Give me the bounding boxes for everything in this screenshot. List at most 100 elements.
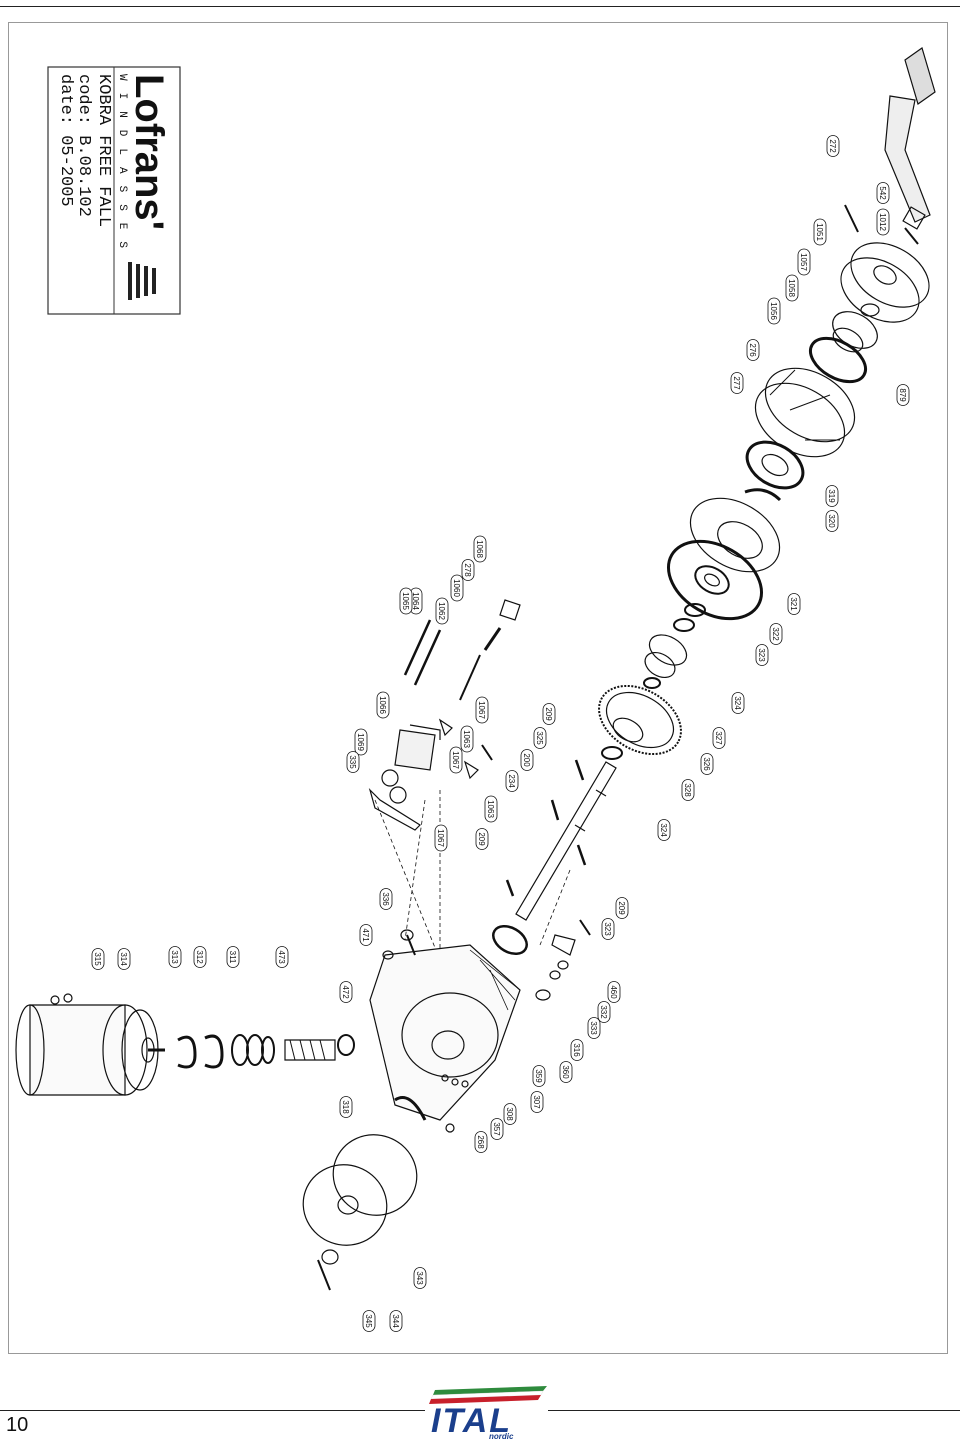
exploded-parts-diagram: Lofrans' WINDLASSES KOBRA FREE FALL code… [15,47,936,1332]
part-callout-1067: 1067 [475,696,489,724]
callout-number: 360 [561,1065,570,1079]
callout-bubble [460,725,474,753]
part-callout-357: 357 [490,1118,504,1140]
part-callout-209: 209 [542,703,556,725]
nut-268 [445,1123,455,1133]
part-callout-336: 336 [379,888,393,910]
callout-number: 325 [535,731,544,745]
callout-number: 209 [544,707,553,721]
callout-number: 333 [589,1021,598,1035]
callout-bubble [505,770,519,792]
part-callout-315: 315 [91,948,105,970]
main-gear [598,684,682,756]
bearing-277 [745,440,805,490]
callout-bubble [193,946,207,968]
drawing-date: date: 05-2005 [56,74,75,207]
part-callout-1012: 1012 [876,208,890,236]
part-callout-327: 327 [712,727,726,749]
callout-number: 471 [361,928,370,942]
callout-bubble [826,135,840,157]
callout-number: 323 [603,922,612,936]
callout-number: 1067 [477,701,486,719]
callout-bubble [339,981,353,1003]
callout-number: 1063 [486,800,495,818]
callout-number: 1051 [815,223,824,241]
part-callouts: 2725421051101210571058105627687927731932… [91,135,910,1332]
logo-stripe-red [429,1395,541,1404]
callout-number: 326 [702,757,711,771]
callout-number: 307 [532,1095,541,1109]
callout-bubble [520,749,534,771]
part-callout-320: 320 [825,510,839,532]
part-callout-1066: 1066 [376,691,390,719]
callout-number: 1056 [769,302,778,320]
callout-number: 1062 [437,602,446,620]
callout-bubble [681,779,695,801]
part-callout-234: 234 [505,770,519,792]
part-callout-322: 322 [769,623,783,645]
part-callout-268: 268 [474,1131,488,1153]
part-callout-319: 319 [825,485,839,507]
callout-bubble [389,1310,403,1332]
callout-number: 1060 [452,579,461,597]
callout-number: 268 [476,1135,485,1149]
part-callout-460: 460 [607,981,621,1003]
part-callout-332: 332 [597,1001,611,1023]
callout-bubble [730,372,744,394]
callout-bubble [533,727,547,749]
callout-bubble [785,274,799,302]
ring-324a [684,603,706,617]
callout-number: 1066 [378,696,387,714]
callout-bubble [825,485,839,507]
part-callout-308: 308 [503,1103,517,1125]
callout-bubble [530,1091,544,1113]
part-callout-1068: 1068 [473,535,487,563]
callout-bubble [746,339,760,361]
part-callout-1067: 1067 [449,746,463,774]
part-callout-209: 209 [615,897,629,919]
bottom-rule-right [548,1410,960,1411]
callout-bubble [615,897,629,919]
part-callout-1063: 1063 [484,795,498,823]
stud-336 [400,929,416,956]
part-callout-324: 324 [731,692,745,714]
callout-number: 343 [415,1271,424,1285]
callout-bubble [117,948,131,970]
callout-number: 209 [617,901,626,915]
callout-number: 200 [522,753,531,767]
callout-bubble [435,597,449,625]
callout-number: 315 [93,952,102,966]
bearing-323 [694,565,730,595]
part-callout-1062: 1062 [435,597,449,625]
callout-number: 328 [683,783,692,797]
part-callout-345: 345 [362,1310,376,1332]
callout-bubble [896,384,910,406]
callout-bubble [767,297,781,325]
part-callout-325: 325 [533,727,547,749]
part-callout-335: 335 [346,751,360,773]
part-callout-321: 321 [787,593,801,615]
part-callout-1057: 1057 [797,248,811,276]
callout-number: 1058 [787,279,796,297]
part-callout-333: 333 [587,1017,601,1039]
callout-bubble [413,1267,427,1289]
callout-number: 335 [348,755,357,769]
callout-number: 1012 [878,213,887,231]
part-callout-360: 360 [559,1061,573,1083]
callout-bubble [876,182,890,204]
callout-number: 318 [341,1100,350,1114]
logo-subtext: nordic [489,1432,514,1440]
main-shaft [515,761,617,921]
callout-bubble [434,824,448,852]
callout-bubble [473,535,487,563]
callout-bubble [597,1001,611,1023]
part-callout-472: 472 [339,981,353,1003]
callout-bubble [474,1131,488,1153]
nut-471 [382,950,394,960]
top-rule [0,6,960,7]
callout-number: 320 [827,514,836,528]
callout-number: 324 [659,823,668,837]
brand-emblem-icon [128,262,156,300]
washer-472 [337,1034,355,1056]
drawing-frame [8,22,948,1354]
